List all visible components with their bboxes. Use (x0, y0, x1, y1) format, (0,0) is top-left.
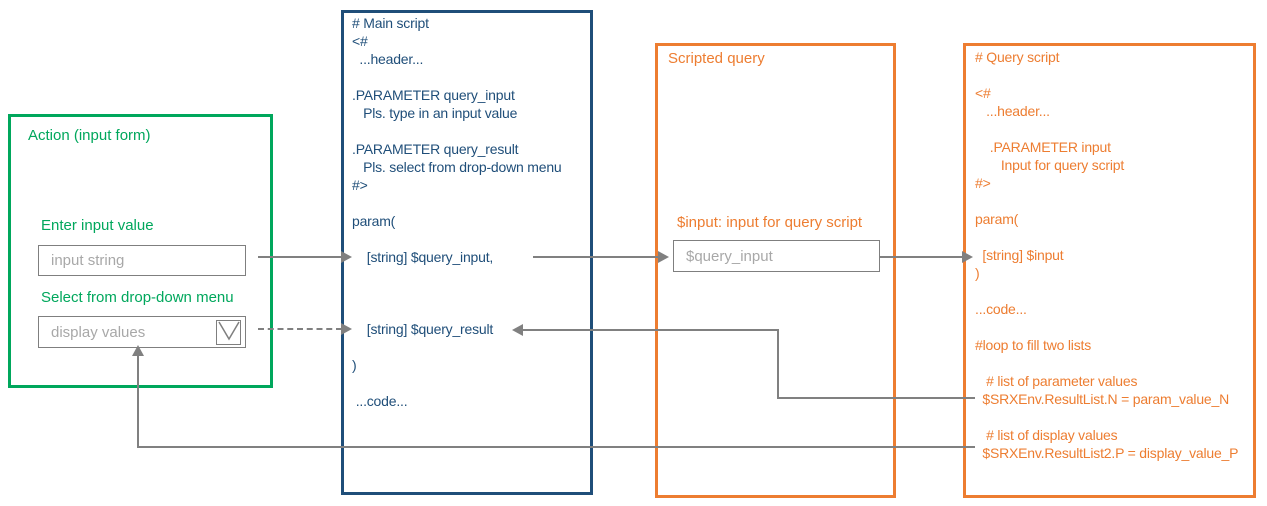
action-form-panel: Action (input form) Enter input value Se… (8, 114, 273, 388)
arrow-resultlist2-to-dropdown-vertical-segment (137, 355, 139, 448)
main-script-code: # Main script <# ...header... .PARAMETER… (352, 15, 562, 409)
arrow-resultlist-to-queryresult-head (512, 324, 523, 336)
arrow-queryinput-to-scriptedquery-head (658, 251, 669, 263)
display-values-dropdown[interactable]: display values (38, 316, 246, 348)
arrow-resultlist2-to-dropdown-bottom-segment (137, 446, 975, 448)
dropdown-placeholder: display values (51, 323, 146, 341)
arrow-resultlist-to-queryresult-vertical-segment (777, 329, 779, 399)
arrow-resultlist-to-queryresult-bottom-segment (777, 397, 975, 399)
action-form-title: Action (input form) (28, 127, 151, 144)
dropdown-chevron-icon[interactable] (216, 319, 241, 345)
arrow-resultlist2-to-dropdown-head (132, 345, 144, 356)
scripted-query-field-label: $input: input for query script (677, 214, 863, 231)
arrow-dropdown-to-query-result-head (341, 323, 352, 335)
input-value-label: Enter input value (41, 217, 154, 234)
arrow-scriptedquery-to-input-head (962, 251, 973, 263)
arrow-queryinput-to-scriptedquery-line (533, 256, 659, 258)
chevron-down-icon (217, 321, 240, 340)
arrow-input-to-query-input-head (341, 251, 352, 263)
query-script-panel: # Query script <# ...header... .PARAMETE… (963, 43, 1256, 498)
arrow-dropdown-to-query-result-line (258, 328, 342, 330)
arrow-input-to-query-input-line (258, 256, 342, 258)
scripted-query-input-field[interactable] (673, 240, 880, 272)
scripted-query-title: Scripted query (668, 50, 765, 67)
main-script-panel: # Main script <# ...header... .PARAMETER… (341, 10, 593, 495)
arrow-resultlist-to-queryresult-top-segment (523, 329, 779, 331)
arrow-scriptedquery-to-input-line (880, 256, 963, 258)
query-script-code: # Query script <# ...header... .PARAMETE… (975, 49, 1239, 461)
scripted-query-panel: Scripted query $input: input for query s… (655, 43, 896, 498)
dropdown-label: Select from drop-down menu (41, 289, 234, 306)
input-value-field[interactable] (38, 245, 246, 276)
